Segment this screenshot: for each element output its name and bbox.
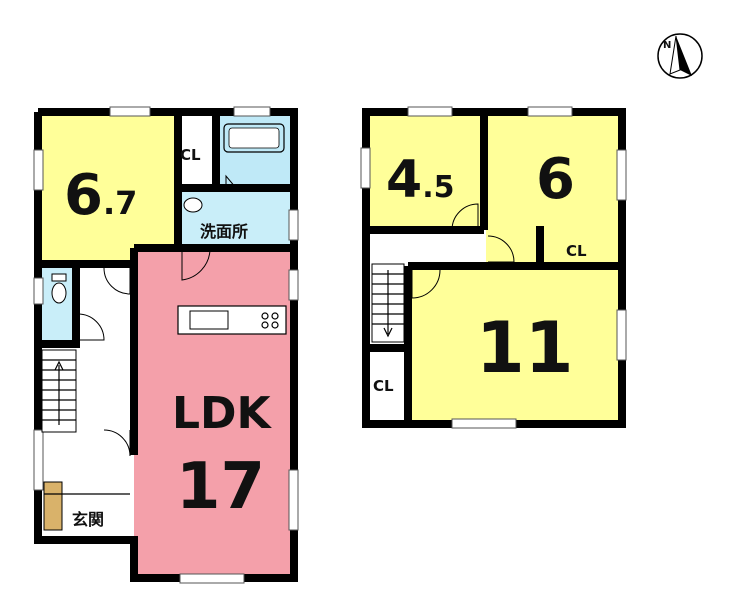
ldk-label: LDK (172, 388, 273, 439)
washbasin-icon (183, 197, 203, 213)
door (487, 235, 515, 263)
window (179, 573, 245, 584)
floor-2: 4.5 6 CL 11 CL (360, 106, 627, 429)
room-6-label: 6 (536, 147, 575, 212)
ldk-size-label: 17 (176, 450, 265, 524)
toilet-icon (51, 282, 67, 304)
window (288, 269, 299, 301)
floor-1: 6.7 CL 洗面所 LDK 17 玄関 (33, 106, 299, 584)
room-6 (486, 112, 622, 262)
window (288, 469, 299, 531)
door (103, 429, 131, 457)
room-4-5 (366, 112, 484, 228)
door (451, 203, 479, 231)
window (451, 418, 517, 429)
window (288, 209, 299, 241)
room-11-label: 11 (476, 307, 573, 389)
door (103, 267, 131, 295)
floor-1-outer-wall (34, 108, 298, 582)
north-arrow-icon: N (657, 33, 703, 79)
stove-icon (271, 321, 279, 329)
closet-floor1 (178, 112, 216, 184)
stairs-floor2 (371, 263, 405, 343)
window (33, 149, 44, 191)
sink-icon (189, 310, 229, 330)
room-11 (408, 268, 622, 424)
window (407, 106, 453, 117)
closet-label-left: CL (373, 377, 394, 395)
window (616, 309, 627, 361)
washroom-label: 洗面所 (200, 222, 248, 241)
window (360, 147, 371, 189)
window (233, 106, 271, 117)
closet-label: CL (180, 146, 201, 164)
window (109, 106, 151, 117)
genkan-label: 玄関 (72, 510, 104, 529)
window (33, 429, 44, 491)
stairs-floor1 (41, 349, 77, 433)
stove-icon (261, 312, 269, 320)
closet-label-right: CL (566, 242, 587, 260)
bathtub-inner (228, 127, 280, 149)
ldk-room (134, 248, 294, 578)
svg-text:N: N (663, 40, 671, 51)
stove-icon (271, 312, 279, 320)
room-6-7 (38, 112, 178, 260)
door (77, 313, 105, 341)
stove-icon (261, 321, 269, 329)
window (33, 277, 44, 305)
window (527, 106, 573, 117)
door (181, 248, 211, 281)
room-4-5-label: 4.5 (386, 150, 454, 210)
door (225, 174, 237, 189)
room-6-7-label: 6.7 (64, 163, 137, 228)
toilet-tank (51, 273, 67, 282)
door (411, 269, 441, 299)
window (616, 149, 627, 201)
shoe-cabinet (43, 481, 63, 531)
